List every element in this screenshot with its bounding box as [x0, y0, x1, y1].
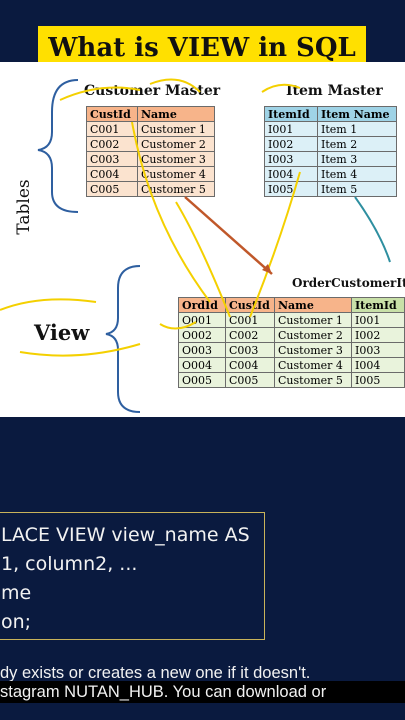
table-cell: Item 2	[317, 136, 397, 152]
table-cell: O002	[178, 327, 226, 343]
table-cell: C002	[86, 136, 138, 152]
table-cell: Item 1	[317, 121, 397, 137]
table-cell: I005	[264, 181, 318, 197]
highlight-stroke	[261, 83, 301, 93]
caption-line-1: dy exists or creates a new one if it doe…	[0, 664, 311, 682]
column-header: Item Name	[317, 106, 397, 122]
highlight-stroke	[19, 343, 141, 357]
table-cell: Customer 4	[137, 166, 215, 182]
highlight-stroke	[59, 86, 141, 101]
table-header-row: CustId Name	[86, 106, 215, 122]
highlight-stroke	[0, 298, 97, 311]
annotation-overlay	[0, 78, 391, 413]
caption-line-2: stagram NUTAN_HUB. You can download or	[0, 683, 327, 701]
column-header: Name	[137, 106, 215, 122]
table-cell: Item 4	[317, 166, 397, 182]
arrow-head	[262, 264, 272, 274]
connector-stroke	[354, 196, 391, 263]
table-cell: Customer 2	[137, 136, 215, 152]
tables-brace	[37, 79, 79, 213]
arrow-stroke	[184, 196, 273, 275]
highlight-stroke	[159, 321, 197, 330]
table-cell: I001	[351, 312, 405, 328]
highlight-stroke	[149, 78, 201, 93]
table-cell: Customer 2	[274, 327, 352, 343]
sql-code-box: LACE VIEW view_name AS 1, column2, ... m…	[0, 512, 265, 640]
connector-stroke	[249, 171, 301, 318]
table-cell: I004	[351, 357, 405, 373]
code-line: me	[1, 582, 32, 604]
table-cell: Item 3	[317, 151, 397, 167]
table-cell: O003	[178, 342, 226, 358]
table-cell: Customer 1	[274, 312, 352, 328]
table-cell: Customer 3	[137, 151, 215, 167]
code-line: 1, column2, ...	[1, 553, 138, 575]
table-header-row: ItemId Item Name	[264, 106, 397, 122]
table-cell: Customer 1	[137, 121, 215, 137]
column-header: CustId	[86, 106, 138, 122]
table-cell: Item 5	[317, 181, 397, 197]
connector-stroke	[175, 201, 231, 318]
table-cell: I003	[351, 342, 405, 358]
table-cell: I004	[264, 166, 318, 182]
item-master-title: Item Master	[286, 83, 383, 99]
view-label: View	[34, 320, 90, 345]
video-title-text: What is VIEW in SQL	[48, 33, 356, 63]
table-cell: C005	[225, 372, 275, 388]
table-cell: Customer 4	[274, 357, 352, 373]
column-header: Name	[274, 297, 352, 313]
table-cell: C004	[86, 166, 138, 182]
code-line: on;	[1, 611, 32, 633]
order-view-title: OrderCustomerIt	[292, 276, 405, 290]
table-cell: O005	[178, 372, 226, 388]
table-cell: I005	[351, 372, 405, 388]
table-cell: C005	[86, 181, 138, 197]
table-cell: I002	[351, 327, 405, 343]
caption-bar: stagram NUTAN_HUB. You can download or	[0, 681, 405, 703]
table-cell: C003	[86, 151, 138, 167]
view-brace	[105, 265, 141, 413]
table-cell: Customer 5	[137, 181, 215, 197]
column-header: ItemId	[264, 106, 318, 122]
code-line: LACE VIEW view_name AS	[1, 524, 250, 546]
table-cell: C004	[225, 357, 275, 373]
column-header: OrdId	[178, 297, 226, 313]
connector-stroke	[131, 121, 211, 303]
